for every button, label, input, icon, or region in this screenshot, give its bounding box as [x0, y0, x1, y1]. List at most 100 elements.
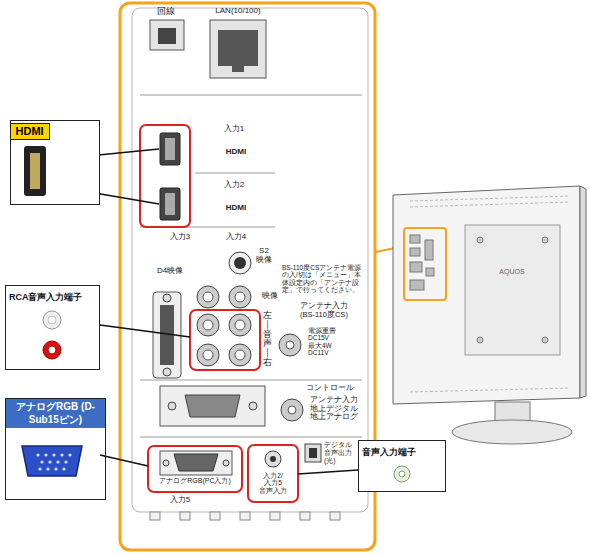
- dsub-pin: [56, 460, 59, 463]
- rca-callout-box: RCA音声入力端子: [5, 285, 100, 370]
- input-label: 入力1: [224, 124, 244, 133]
- antenna-connector-core: [288, 406, 296, 414]
- screw: [163, 460, 169, 466]
- lan-jack-notch: [232, 66, 244, 72]
- rca-jack-core: [235, 350, 245, 360]
- hdmi-plug-icon-core: [30, 153, 40, 189]
- callout-ground: [358, 440, 446, 492]
- screw: [249, 402, 257, 410]
- port-label: 映像: [262, 291, 278, 300]
- rgb-port: [160, 451, 232, 475]
- control-connector-shell: [185, 395, 240, 417]
- dsub-pin: [52, 453, 55, 456]
- dsub-icon: [22, 446, 82, 476]
- zoom-panel: [120, 3, 375, 550]
- tv-port: [410, 235, 420, 243]
- lan-jack: [210, 20, 266, 78]
- rca-jack: [229, 286, 251, 308]
- tv-back-cover: [465, 225, 560, 355]
- port-label: 回線: [157, 6, 175, 16]
- rca-jack-core: [203, 350, 213, 360]
- dsub-pin: [48, 460, 51, 463]
- hdmi-port: [160, 133, 180, 165]
- housing-tab: [330, 512, 340, 520]
- hdmi-callout-box: HDMI: [10, 120, 100, 205]
- port-label: 入力2/ 入力5 音声入力: [258, 472, 288, 494]
- housing-tab: [240, 512, 250, 520]
- rca-white-icon-core: [48, 316, 56, 324]
- tv-back: [393, 186, 580, 404]
- screw: [168, 402, 176, 410]
- screw: [223, 460, 229, 466]
- tv-stand-neck: [495, 402, 530, 422]
- tv-stand-base: [452, 420, 572, 444]
- spec-text: 電源重畳 DC15V 最大4W DC11V: [308, 327, 338, 357]
- callout-heading: HDMI: [10, 123, 50, 140]
- antenna-connector: [281, 399, 303, 421]
- divider-line: [195, 173, 275, 174]
- housing-tab: [270, 512, 280, 520]
- input-label: 入力3: [170, 232, 190, 241]
- housing-tab: [300, 512, 310, 520]
- phone-jack-slot: [158, 28, 176, 44]
- s2-jack-core: [234, 257, 246, 269]
- dsub-pin: [54, 467, 57, 470]
- highlight-frame: [190, 310, 260, 370]
- highlight-frame: [148, 446, 242, 492]
- rca-jack-core: [235, 320, 245, 330]
- divider-line: [140, 95, 362, 96]
- tv-screw: [542, 237, 548, 243]
- port-label: アンテナ入力 (BS-110度CS): [300, 302, 350, 319]
- port-label: アンテナ入力 地上デジタル 地上アナログ: [310, 396, 360, 422]
- control-connector: [160, 386, 265, 426]
- rca-jack-core: [203, 292, 213, 302]
- rca-red-icon: [43, 341, 61, 359]
- tv-screw: [477, 337, 483, 343]
- dsub-pin: [68, 453, 71, 456]
- lan-jack-slot: [218, 30, 258, 66]
- audio-jack: [265, 451, 281, 467]
- housing-tab: [180, 512, 190, 520]
- callout-ground: [5, 285, 100, 370]
- rca-jack: [229, 314, 251, 336]
- dsub-pin: [36, 453, 39, 456]
- note-text: BS-110度CSアンテナ電源の入/切は「メニュー」本体設定内の「アンテナ設定」…: [282, 264, 362, 294]
- audio-jack-core: [270, 456, 276, 462]
- dsub-pin: [60, 453, 63, 456]
- rca-white-icon: [43, 311, 61, 329]
- callout-heading: アナログRGB (D-Sub15ピン): [6, 399, 105, 428]
- divider-line: [140, 380, 362, 381]
- antenna-connector-core: [286, 341, 294, 349]
- highlight-frame: [140, 125, 190, 227]
- callout-heading: RCA音声入力端子: [6, 290, 86, 305]
- port-label: D4映像: [157, 266, 183, 275]
- hdmi-port-slot: [165, 138, 175, 160]
- tv-port: [410, 280, 424, 290]
- tv-vent: [410, 196, 570, 201]
- tv-vent: [410, 202, 570, 207]
- dsub-pin: [38, 467, 41, 470]
- port-label: LAN(10/100): [215, 6, 260, 15]
- hdmi-plug-icon: [24, 146, 46, 196]
- rca-jack: [197, 344, 219, 366]
- tv-vent: [410, 388, 570, 392]
- tv-port: [410, 248, 420, 256]
- tv-screw: [542, 337, 548, 343]
- optical-port-slot: [309, 448, 317, 458]
- brand-logo: AQUOS: [499, 268, 524, 276]
- dsub-pin: [46, 467, 49, 470]
- dsub-pin: [44, 453, 47, 456]
- port-label: コントロール: [306, 384, 354, 393]
- rgb-callout-box: アナログRGB (D-Sub15ピン): [5, 398, 106, 500]
- tv-port: [425, 240, 433, 260]
- hdmi-logo: HDMI: [226, 203, 246, 212]
- highlight-frame: [248, 445, 298, 502]
- hdmi-port: [160, 188, 180, 220]
- rca-jack-core: [203, 320, 213, 330]
- audio-callout-box: 音声入力端子: [358, 440, 446, 492]
- dsub-pin: [40, 460, 43, 463]
- dsub-pin: [62, 467, 65, 470]
- housing-tab: [150, 512, 160, 520]
- tv-port: [410, 262, 422, 272]
